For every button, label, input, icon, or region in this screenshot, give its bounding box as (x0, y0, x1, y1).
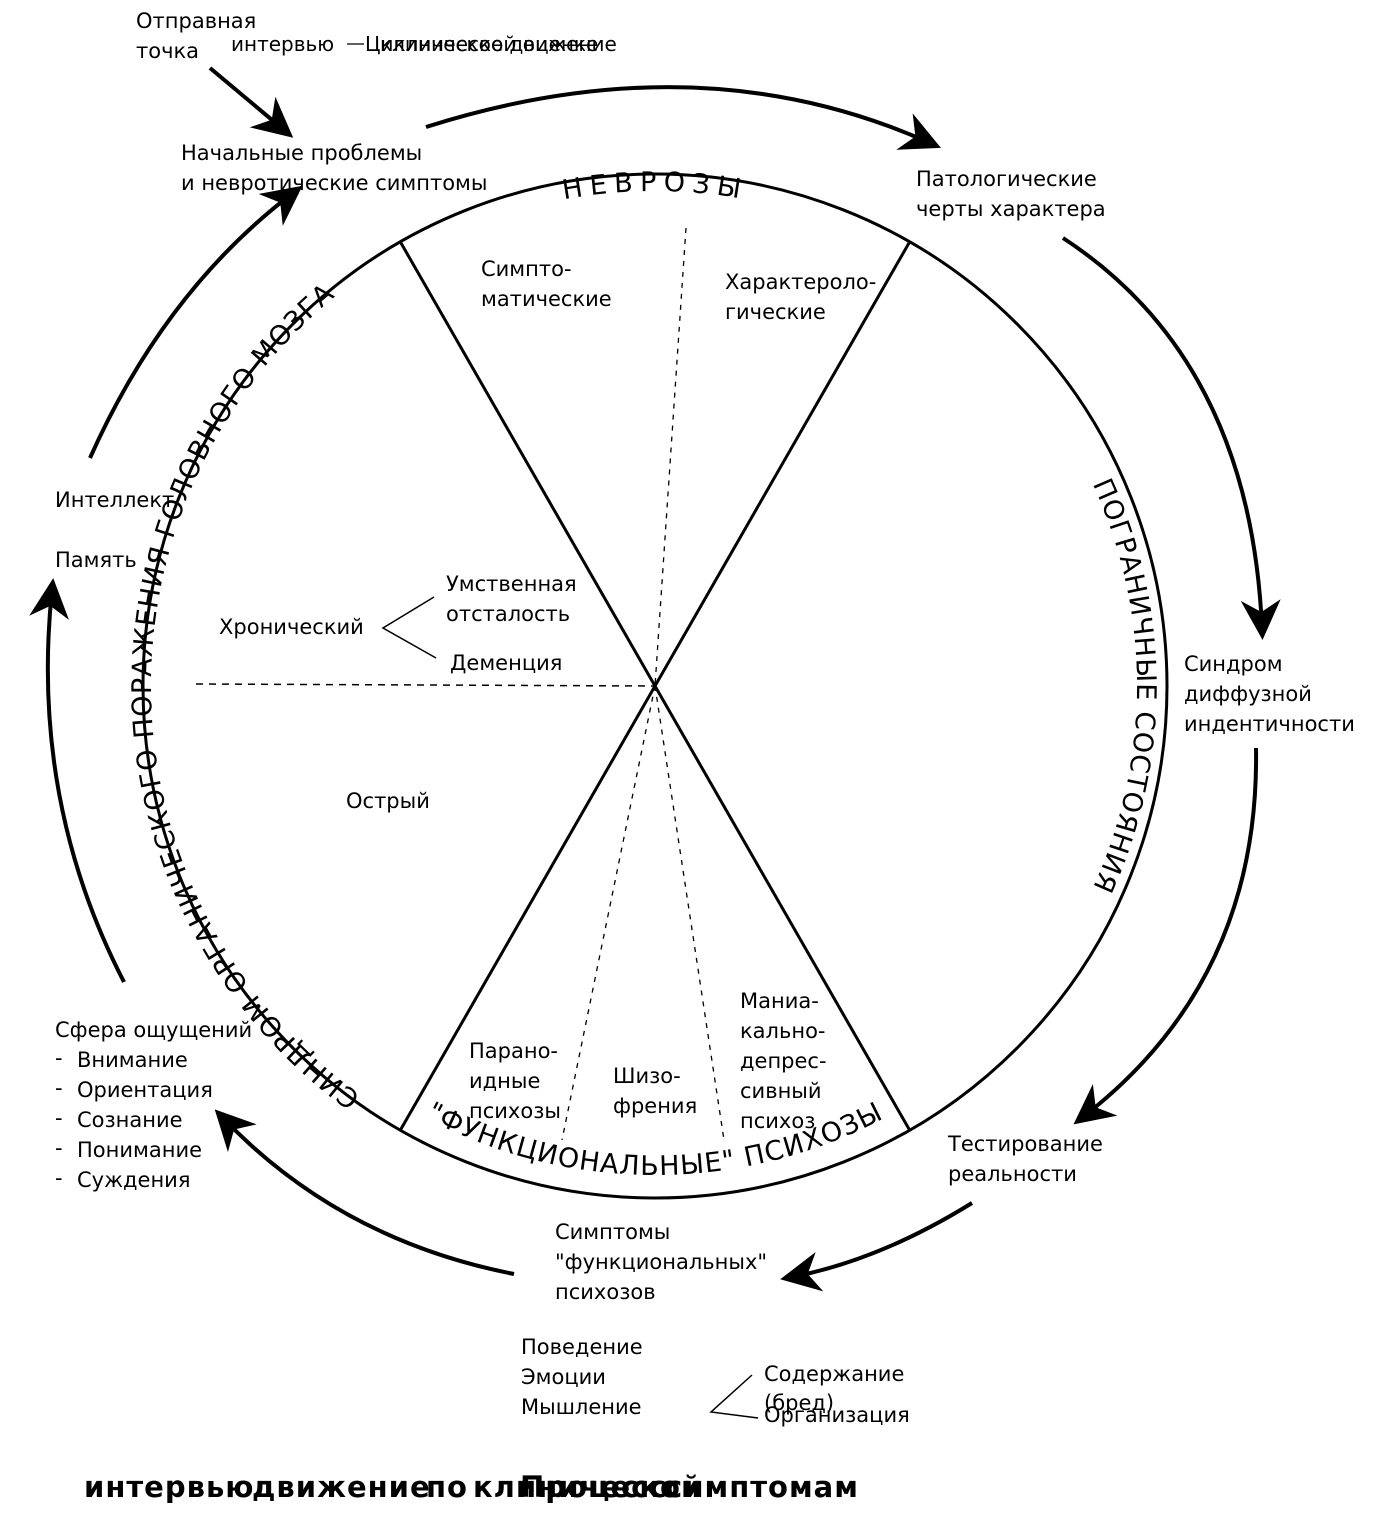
sector-mental-retardation-line2: отсталость (446, 602, 570, 626)
sensory-bullet-1: - (55, 1046, 63, 1070)
arrow-functional-to-sensory (214, 1109, 515, 1276)
stage-intellect-label: Интеллект (55, 488, 174, 512)
arrow-intellect-to-initial (88, 185, 303, 459)
branch-chronic (381, 596, 437, 659)
branch-content-delusion-label: (бред) (764, 1391, 834, 1415)
sector-symptomatic-line2: матические (481, 287, 612, 311)
arrow-initial-to-pathological (425, 85, 941, 150)
dashed-divider-left (195, 683, 656, 687)
footer-process: Процесс (520, 1470, 668, 1504)
stage-reality-line2: реальности (948, 1162, 1077, 1186)
stage-sensory-title: Сфера ощущений (55, 1018, 252, 1042)
dashed-divider-lower-left (561, 685, 656, 1141)
stage-diffuse-line2: диффузной (1184, 682, 1312, 706)
sensory-item-attention: Внимание (77, 1048, 188, 1072)
stage-initial-line2: и невротические симптомы (181, 171, 487, 195)
stage-diffuse-line1: Синдром (1184, 652, 1283, 676)
top-caption-clinical-assessment: клинической оценке (380, 32, 598, 56)
arrow-pathological-to-diffuse (1061, 236, 1281, 640)
outer-circle (141, 172, 1169, 1200)
stage-diffuse-line3: индентичности (1184, 712, 1355, 736)
footer-clinical: клинической (473, 1470, 702, 1504)
ring-label-organic-syndrome: СИНДРОМ ОРГАНИЧЕСКОГО ПОРАЖЕНИЯ ГОЛОВНОГ… (127, 277, 365, 1114)
sector-dementia-label: Деменция (450, 651, 562, 675)
footer-interview: интервью (84, 1470, 254, 1504)
sensory-item-judgement: Суждения (77, 1168, 190, 1192)
dashed-divider-top (654, 227, 687, 687)
sector-characterological-line2: гические (725, 300, 826, 324)
sensory-item-understanding: Понимание (77, 1138, 202, 1162)
branch-thinking (709, 1374, 759, 1419)
sector-schizophrenia-line2: френия (613, 1094, 697, 1118)
sensory-item-orientation: Ориентация (77, 1078, 213, 1102)
sensory-bullet-2: - (55, 1076, 63, 1100)
arrow-sensory-to-memory (29, 578, 126, 983)
ring-label-borderline: ПОГРАНИЧНЫЕ СОСТОЯНИЯ (1086, 474, 1161, 898)
bottom-item-thinking: Мышление (521, 1395, 642, 1419)
sector-manic-line3: депрес- (740, 1049, 827, 1073)
sector-paranoid-line2: идные (469, 1069, 540, 1093)
sector-schizophrenia-line1: Шизо- (613, 1064, 681, 1088)
stage-functional-line1: Симптомы (555, 1220, 670, 1244)
sector-paranoid-line1: Парано- (469, 1039, 558, 1063)
ring-label-neuroses: НЕВРОЗЫ (560, 167, 750, 206)
bottom-item-emotions: Эмоции (521, 1365, 606, 1389)
arrow-start-point (208, 66, 294, 138)
sector-paranoid-line3: психозы (469, 1099, 561, 1123)
sector-mental-retardation-line1: Умственная (446, 572, 577, 596)
sector-manic-line1: Маниа- (740, 989, 819, 1013)
arrow-diffuse-to-reality (1073, 747, 1259, 1125)
stage-pathological-line2: черты характера (916, 197, 1106, 221)
sector-manic-line4: сивный (740, 1079, 822, 1103)
footer-symptoms: симптомам (665, 1470, 859, 1504)
start-point-label-line1: Отправная (136, 9, 256, 33)
sector-manic-line5: психоз (740, 1109, 815, 1133)
sensory-bullet-3: - (55, 1106, 63, 1130)
stage-memory-label: Память (55, 548, 137, 572)
sector-symptomatic-line1: Симпто- (481, 257, 572, 281)
sector-characterological-line1: Характероло- (725, 270, 876, 294)
branch-organization-label: Организация (764, 1403, 910, 1427)
arrow-reality-to-functional (780, 1201, 974, 1292)
stage-functional-line3: психозов (555, 1280, 656, 1304)
footer-by: по (426, 1470, 468, 1504)
sector-manic-line2: кально- (740, 1019, 826, 1043)
top-caption-interview: интервью (231, 32, 334, 56)
footer-movement: движение (252, 1470, 431, 1504)
bottom-item-behavior: Поведение (521, 1335, 643, 1359)
sensory-item-consciousness: Сознание (77, 1108, 183, 1132)
sector-acute-label: Острый (346, 789, 430, 813)
stage-reality-line1: Тестирование (947, 1132, 1103, 1156)
stage-pathological-line1: Патологические (916, 167, 1097, 191)
sensory-bullet-4: - (55, 1136, 63, 1160)
start-point-label-line2: точка (136, 39, 199, 63)
sensory-bullet-5: - (55, 1166, 63, 1190)
sector-chronic-label: Хронический (219, 615, 364, 639)
stage-initial-line1: Начальные проблемы (181, 141, 422, 165)
branch-content-label: Содержание (764, 1362, 904, 1386)
top-caption-cyclic-movement: Циклическое движение (365, 32, 617, 56)
stage-functional-line2: "функциональных" (555, 1250, 767, 1274)
